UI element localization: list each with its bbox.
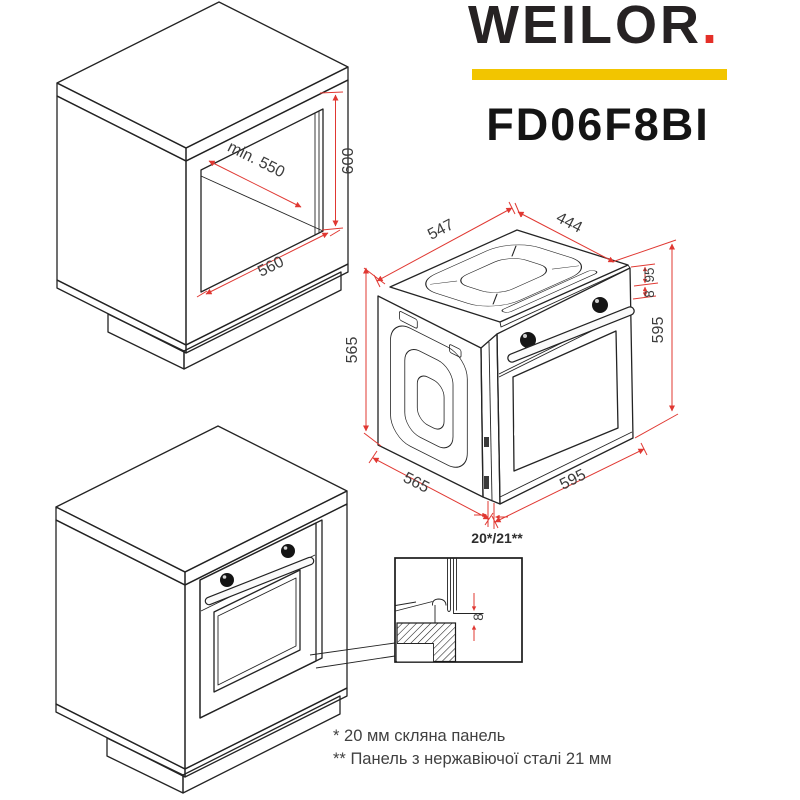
dim-label-detail-overlap: 8 xyxy=(471,613,486,621)
cabinet-cutout-drawing: min. 550 600 560 xyxy=(56,1,357,370)
dim-label-cutout-width: 560 xyxy=(255,253,287,280)
footnote-glass-panel: * 20 мм скляна панель xyxy=(333,725,612,748)
oven-knob-icon xyxy=(220,573,234,587)
brand-name: WEILOR xyxy=(468,0,702,55)
brand-dot: . xyxy=(701,0,720,55)
dim-label-cutout-height: 600 xyxy=(340,148,357,175)
dim-label-oven-body-height: 565 xyxy=(344,337,361,364)
footnotes: * 20 мм скляна панель ** Панель з нержав… xyxy=(333,725,612,771)
dim-label-min-depth: min. 550 xyxy=(225,139,288,182)
brand-underline-bar xyxy=(472,69,727,80)
footnote-marker: * xyxy=(333,727,340,745)
footnote-text: Панель з нержавіючої сталі 21 мм xyxy=(350,750,612,768)
dim-label-oven-front-width: 595 xyxy=(557,466,589,493)
installed-oven-drawing xyxy=(55,425,396,794)
footnote-steel-panel: ** Панель з нержавіючої сталі 21 мм xyxy=(333,748,612,771)
oven-knob-icon xyxy=(592,297,608,313)
dim-label-front-thickness: 20*/21** xyxy=(471,530,523,546)
mounting-detail-drawing: 8 xyxy=(394,557,523,663)
dim-label-control-height: 95 xyxy=(642,267,657,282)
footnote-marker: ** xyxy=(333,750,346,768)
dim-label-oven-depth: 565 xyxy=(400,469,432,496)
brand-logo: WEILOR. xyxy=(468,0,758,55)
oven-knob-icon xyxy=(281,544,295,558)
model-number: FD06F8BI xyxy=(486,99,710,150)
dim-label-oven-top-depth: 547 xyxy=(425,216,457,243)
dim-label-oven-height: 595 xyxy=(650,317,667,344)
dim-label-door-offset: 8 xyxy=(642,290,657,298)
footnote-text: 20 мм скляна панель xyxy=(344,727,506,745)
oven-dimensions-drawing: 547 444 95 8 595 595 xyxy=(344,201,679,546)
